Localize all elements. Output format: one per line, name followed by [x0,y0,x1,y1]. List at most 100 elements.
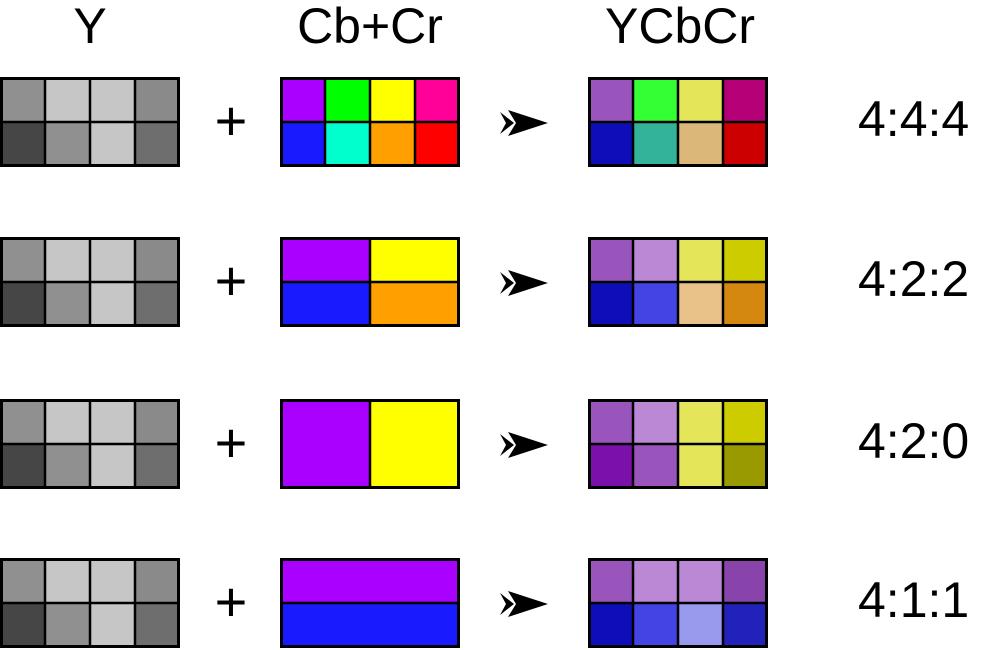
ycbcr-grid [588,399,768,489]
chroma-grid [280,237,460,327]
luma-cell [135,399,180,444]
ycbcr-cell [633,399,678,444]
luma-cell [0,558,45,603]
plus-sign: + [214,89,248,152]
chroma-cell [280,282,370,327]
luma-cell [45,77,90,122]
luma-cell [90,77,135,122]
arrow-icon [500,589,550,619]
luma-cell [0,122,45,167]
luma-cell [45,444,90,489]
ycbcr-cell [723,77,768,122]
luma-cell [135,558,180,603]
grid-lines [588,558,768,648]
header-ycbcr: YCbCr [604,0,756,54]
luma-cell [0,603,45,648]
ycbcr-cell [723,282,768,327]
ycbcr-cell [723,399,768,444]
luma-cell [45,282,90,327]
chroma-cell [280,237,370,282]
chroma-cell [325,77,370,122]
ycbcr-cell [588,122,633,167]
grid-lines [0,558,180,648]
ycbcr-cell [678,122,723,167]
ycbcr-cell [678,399,723,444]
chroma-cell [370,237,460,282]
ycbcr-cell [588,558,633,603]
luma-cell [0,399,45,444]
grid-lines [280,558,460,648]
chroma-grid [280,77,460,167]
chroma-cell [280,399,370,489]
luma-cell [0,237,45,282]
luma-cell [45,237,90,282]
chroma-cell [370,77,415,122]
ycbcr-cell [723,122,768,167]
ycbcr-grid [588,237,768,327]
grid-lines [0,399,180,489]
luma-cell [135,237,180,282]
chroma-cell [415,122,460,167]
luma-cell [0,282,45,327]
plus-sign: + [214,411,248,474]
luma-cell [90,603,135,648]
ycbcr-cell [588,77,633,122]
ycbcr-grid [588,558,768,648]
luma-grid [0,237,180,327]
ycbcr-cell [678,237,723,282]
plus-sign: + [214,249,248,312]
ycbcr-cell [633,237,678,282]
subsampling-ratio-label: 4:4:4 [858,91,970,147]
luma-cell [45,122,90,167]
chroma-cell [415,77,460,122]
grid-lines [280,77,460,167]
ycbcr-cell [678,603,723,648]
ycbcr-cell [723,444,768,489]
chroma-cell [370,399,460,489]
chroma-cell [280,558,460,603]
ycbcr-cell [588,603,633,648]
ycbcr-cell [678,558,723,603]
luma-cell [135,77,180,122]
ycbcr-cell [723,603,768,648]
chroma-grid [280,558,460,648]
luma-cell [90,444,135,489]
ycbcr-cell [633,122,678,167]
luma-cell [90,122,135,167]
ycbcr-cell [633,603,678,648]
luma-cell [90,237,135,282]
grid-lines [588,237,768,327]
ycbcr-cell [588,444,633,489]
chroma-cell [370,122,415,167]
header-y: Y [73,0,107,54]
grid-lines [0,237,180,327]
grid-lines [588,399,768,489]
chroma-cell [325,122,370,167]
ycbcr-cell [723,558,768,603]
chroma-grid [280,399,460,489]
subsampling-ratio-label: 4:2:2 [858,251,970,307]
luma-cell [0,444,45,489]
grid-lines [588,77,768,167]
ycbcr-cell [588,237,633,282]
header-cbcr: Cb+Cr [297,0,443,54]
ycbcr-cell [633,282,678,327]
grid-lines [0,77,180,167]
luma-grid [0,77,180,167]
grid-lines [280,237,460,327]
plus-sign: + [214,570,248,633]
luma-cell [135,282,180,327]
chroma-cell [280,77,325,122]
luma-cell [45,603,90,648]
ycbcr-cell [588,399,633,444]
arrow-icon [500,108,550,138]
ycbcr-cell [678,444,723,489]
ycbcr-cell [633,77,678,122]
luma-cell [135,444,180,489]
luma-cell [135,122,180,167]
chroma-cell [370,282,460,327]
ycbcr-cell [633,558,678,603]
ycbcr-cell [723,237,768,282]
luma-cell [45,399,90,444]
ycbcr-cell [678,282,723,327]
